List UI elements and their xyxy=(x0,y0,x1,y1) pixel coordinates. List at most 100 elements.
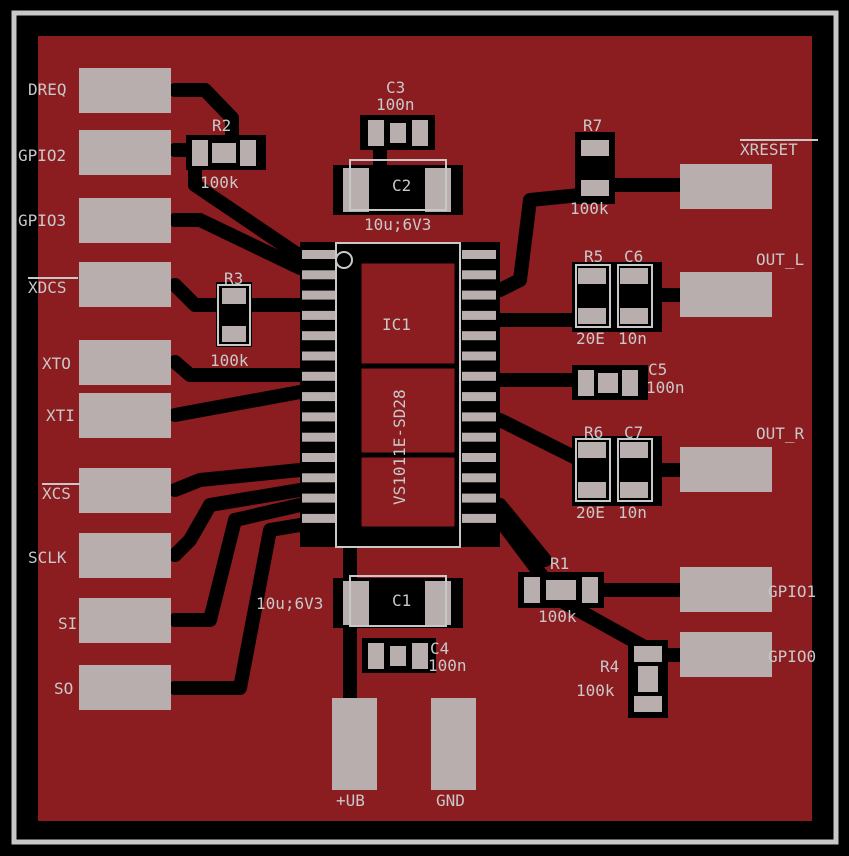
label-c6: C6 xyxy=(624,247,643,266)
pad-gnd[interactable] xyxy=(431,698,476,790)
value-c5: 100n xyxy=(646,378,685,397)
label-dreq: DREQ xyxy=(28,80,67,99)
ic1-pin1-marker xyxy=(335,251,353,269)
label-so: SO xyxy=(54,679,73,698)
pad-gpio2[interactable] xyxy=(79,130,171,175)
ic1-pin-right-10 xyxy=(462,432,496,442)
ic1-pin-left-4 xyxy=(302,310,336,320)
pad-dreq[interactable] xyxy=(79,68,171,113)
ic1-pin-left-11 xyxy=(302,453,336,462)
pad-xcs[interactable] xyxy=(79,468,171,513)
ic1-pin-left-1 xyxy=(302,250,336,259)
label-sclk: SCLK xyxy=(28,548,67,567)
value-r3: 100k xyxy=(210,351,249,370)
value-c3: 100n xyxy=(376,95,415,114)
bottom-connectors: +UB GND xyxy=(332,698,476,810)
label-c2: C2 xyxy=(392,176,411,195)
board-outline xyxy=(11,10,839,845)
label-c3: C3 xyxy=(386,78,405,97)
ic1-pin-right-2 xyxy=(462,270,496,280)
label-xcs: XCS xyxy=(42,484,71,503)
ic1-pin-right-4 xyxy=(462,310,496,320)
pad-gpio3[interactable] xyxy=(79,198,171,243)
ic1-pin-right-13 xyxy=(462,493,496,503)
label-r1: R1 xyxy=(550,554,569,573)
ic1-value: VS1011E-SD28 xyxy=(390,389,409,505)
label-xdcs: XDCS xyxy=(28,278,67,297)
ic1-pin-left-7 xyxy=(302,371,336,381)
pad-gpio0[interactable] xyxy=(680,632,772,677)
label-out-l: OUT_L xyxy=(756,250,804,269)
label-r4: R4 xyxy=(600,657,619,676)
label-c5: C5 xyxy=(648,360,667,379)
ic1-pin-right-14 xyxy=(462,513,496,523)
pad-xdcs[interactable] xyxy=(79,262,171,307)
label-gpio1: GPIO1 xyxy=(768,582,816,601)
value-c1: 10u;6V3 xyxy=(256,594,323,613)
value-r1: 100k xyxy=(538,607,577,626)
pad-xto[interactable] xyxy=(79,340,171,385)
left-connector-labels: DREQ GPIO2 GPIO3 XDCS XTO XTI XCS SCLK S… xyxy=(18,80,80,698)
ic1-pin-right-6 xyxy=(462,351,496,361)
ic1-pin-right-9 xyxy=(462,412,496,422)
value-r5: 20E xyxy=(576,329,605,348)
ic-body-pour xyxy=(358,260,458,530)
ic1-pin-left-8 xyxy=(302,392,336,402)
ic1-pin-left-14 xyxy=(302,513,336,523)
label-c1: C1 xyxy=(392,591,411,610)
ic1-pin-left-2 xyxy=(302,270,336,280)
ic1-pin-right-11 xyxy=(462,453,496,462)
value-r6: 20E xyxy=(576,503,605,522)
pad-sclk[interactable] xyxy=(79,533,171,578)
ic1-pads xyxy=(302,250,496,523)
ic1-pin-left-13 xyxy=(302,493,336,503)
value-r4: 100k xyxy=(576,681,615,700)
components: C3 100n C2 10u;6V3 R2 100k R3 100k R7 10… xyxy=(186,78,685,718)
ic1-name: IC1 xyxy=(382,315,411,334)
label-gpio3: GPIO3 xyxy=(18,211,66,230)
pad-gpio1[interactable] xyxy=(680,567,772,612)
pad-xti[interactable] xyxy=(79,393,171,438)
ic1-pin-right-7 xyxy=(462,371,496,381)
label-r3: R3 xyxy=(224,269,243,288)
label-out-r: OUT_R xyxy=(756,424,805,443)
label-r2: R2 xyxy=(212,116,231,135)
label-c7: C7 xyxy=(624,423,643,442)
label-c4: C4 xyxy=(430,639,449,658)
pad-si[interactable] xyxy=(79,598,171,643)
label-r7: R7 xyxy=(583,116,602,135)
ic1-pin-right-5 xyxy=(462,331,496,341)
ic1-pin-right-8 xyxy=(462,392,496,402)
ic1-pin-left-3 xyxy=(302,290,336,300)
label-r6: R6 xyxy=(584,423,603,442)
ic1-pin-right-3 xyxy=(462,290,496,300)
ic1-pin-right-12 xyxy=(462,473,496,483)
label-xreset: XRESET xyxy=(740,140,798,159)
label-si: SI xyxy=(58,614,77,633)
label-gpio0: GPIO0 xyxy=(768,647,816,666)
left-connectors xyxy=(79,68,171,710)
ic1-outline xyxy=(335,242,461,548)
value-r2: 100k xyxy=(200,173,239,192)
pad-xreset[interactable] xyxy=(680,164,772,209)
pad-out-l[interactable] xyxy=(680,272,772,317)
label-xti: XTI xyxy=(46,406,75,425)
pad-vbat[interactable] xyxy=(332,698,377,790)
right-connector-labels: XRESET OUT_L OUT_R GPIO1 GPIO0 xyxy=(740,139,818,666)
pad-out-r[interactable] xyxy=(680,447,772,492)
value-c6: 10n xyxy=(618,329,647,348)
right-connectors xyxy=(680,164,772,677)
label-gnd: GND xyxy=(436,791,465,810)
ic1-pin-left-10 xyxy=(302,432,336,442)
ic1-pin-right-1 xyxy=(462,250,496,259)
value-c7: 10n xyxy=(618,503,647,522)
ic1-pin-left-9 xyxy=(302,412,336,422)
label-gpio2: GPIO2 xyxy=(18,146,66,165)
pad-so[interactable] xyxy=(79,665,171,710)
ic1-pin-left-5 xyxy=(302,331,336,341)
label-r5: R5 xyxy=(584,247,603,266)
ic1-pin-left-6 xyxy=(302,351,336,361)
label-xto: XTO xyxy=(42,354,71,373)
ic1-pin-left-12 xyxy=(302,473,336,483)
